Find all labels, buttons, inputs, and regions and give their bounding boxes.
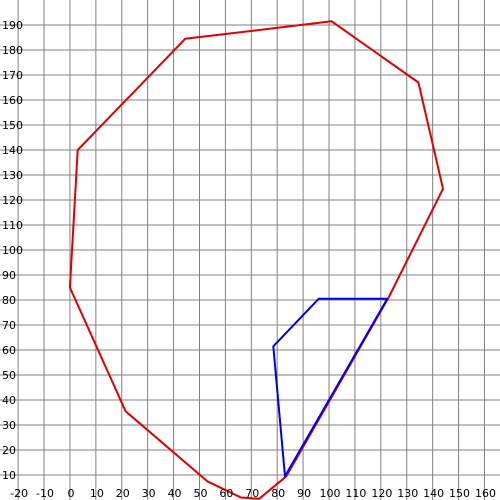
y-tick-label: 90 bbox=[2, 269, 16, 282]
y-tick-label: 80 bbox=[2, 294, 16, 307]
y-tick-label: 170 bbox=[2, 69, 23, 82]
x-tick-label: 70 bbox=[245, 487, 259, 500]
y-tick-label: 70 bbox=[2, 319, 16, 332]
y-tick-label: 150 bbox=[2, 119, 23, 132]
y-tick-label: 160 bbox=[2, 94, 23, 107]
y-tick-label: 130 bbox=[2, 169, 23, 182]
x-tick-label: 20 bbox=[116, 487, 130, 500]
y-tick-label: 40 bbox=[2, 394, 16, 407]
x-tick-label: 110 bbox=[345, 487, 366, 500]
x-tick-label: 100 bbox=[320, 487, 341, 500]
x-tick-label: 120 bbox=[371, 487, 392, 500]
y-tick-label: 60 bbox=[2, 344, 16, 357]
x-tick-label: 140 bbox=[423, 487, 444, 500]
series-outline-blue bbox=[272, 297, 389, 478]
y-tick-label: 30 bbox=[2, 419, 16, 432]
x-tick-label: -10 bbox=[36, 487, 54, 500]
y-tick-label: 10 bbox=[2, 469, 16, 482]
x-tick-label: 60 bbox=[219, 487, 233, 500]
x-tick-label: 160 bbox=[475, 487, 496, 500]
y-tick-label: 140 bbox=[2, 144, 23, 157]
x-tick-label: 80 bbox=[271, 487, 285, 500]
series-group bbox=[68, 20, 444, 500]
y-tick-label: 50 bbox=[2, 369, 16, 382]
x-tick-label: -20 bbox=[10, 487, 28, 500]
y-tick-label: 120 bbox=[2, 194, 23, 207]
y-tick-label: 110 bbox=[2, 219, 23, 232]
x-tick-label: 90 bbox=[297, 487, 311, 500]
x-tick-label: 130 bbox=[397, 487, 418, 500]
series-outline-red bbox=[68, 20, 444, 500]
y-tick-label: 190 bbox=[2, 19, 23, 32]
x-tick-label: 30 bbox=[142, 487, 156, 500]
x-tick-label: 150 bbox=[449, 487, 470, 500]
x-tick-label: 10 bbox=[90, 487, 104, 500]
x-tick-label: 40 bbox=[168, 487, 182, 500]
tick-labels: -20 -10 0 10 20 30 40 50 60 70 80 90 100 110 120 130 140… bbox=[2, 19, 496, 500]
x-tick-label: 0 bbox=[67, 487, 74, 500]
y-tick-label: 180 bbox=[2, 44, 23, 57]
y-tick-label: 100 bbox=[2, 244, 23, 257]
x-tick-label: 50 bbox=[193, 487, 207, 500]
y-tick-label: 20 bbox=[2, 444, 16, 457]
